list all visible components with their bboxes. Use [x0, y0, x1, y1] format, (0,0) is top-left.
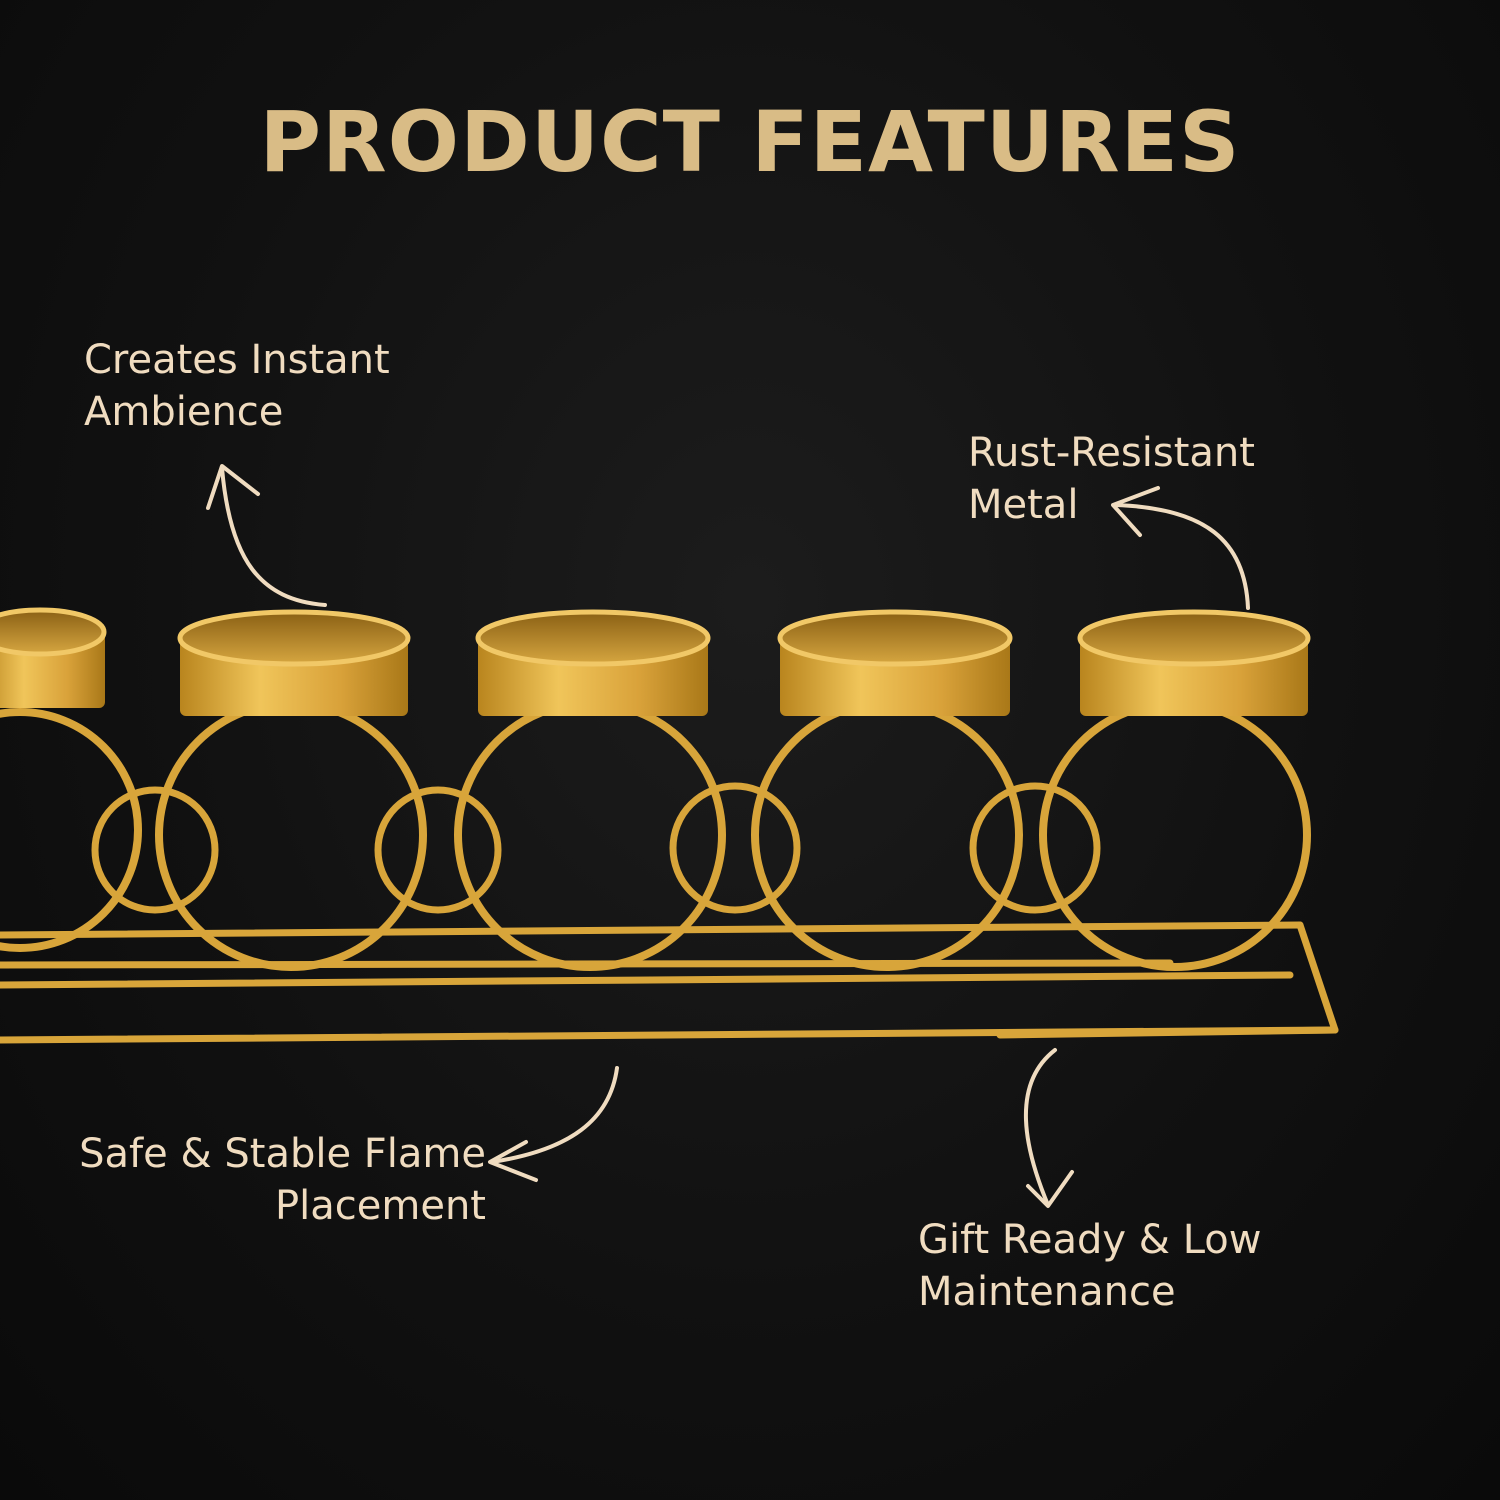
holder-rings [0, 699, 1311, 971]
candle-cup [1077, 609, 1311, 716]
candle-cup [475, 609, 711, 716]
feature-label-line: Ambience [84, 389, 284, 435]
feature-rust-resistant: Rust-Resistant Metal [968, 427, 1255, 531]
candle-cups [0, 607, 1311, 716]
feature-safe-flame: Safe & Stable Flame Placement [30, 1128, 486, 1232]
feature-label-line: Gift Ready & Low [918, 1217, 1262, 1263]
arrow-metal-icon [1111, 486, 1250, 610]
candle-cup [177, 609, 411, 716]
arrow-gift-icon [1024, 1048, 1074, 1208]
arrow-ambience-icon [206, 464, 327, 607]
arrow-flame-icon [488, 1066, 619, 1182]
feature-label-line: Maintenance [918, 1269, 1176, 1315]
feature-label-line: Creates Instant [84, 337, 390, 383]
candle-cup [777, 609, 1013, 716]
feature-label-line: Rust-Resistant [968, 430, 1255, 476]
feature-ambience: Creates Instant Ambience [84, 334, 390, 438]
feature-gift-ready: Gift Ready & Low Maintenance [918, 1214, 1261, 1318]
connector-rings [91, 782, 1101, 914]
candle-cup [0, 607, 107, 708]
page-title: PRODUCT FEATURES [259, 93, 1241, 191]
feature-label-line: Placement [275, 1183, 486, 1229]
feature-label-line: Safe & Stable Flame [79, 1131, 486, 1177]
feature-label-line: Metal [968, 482, 1079, 528]
